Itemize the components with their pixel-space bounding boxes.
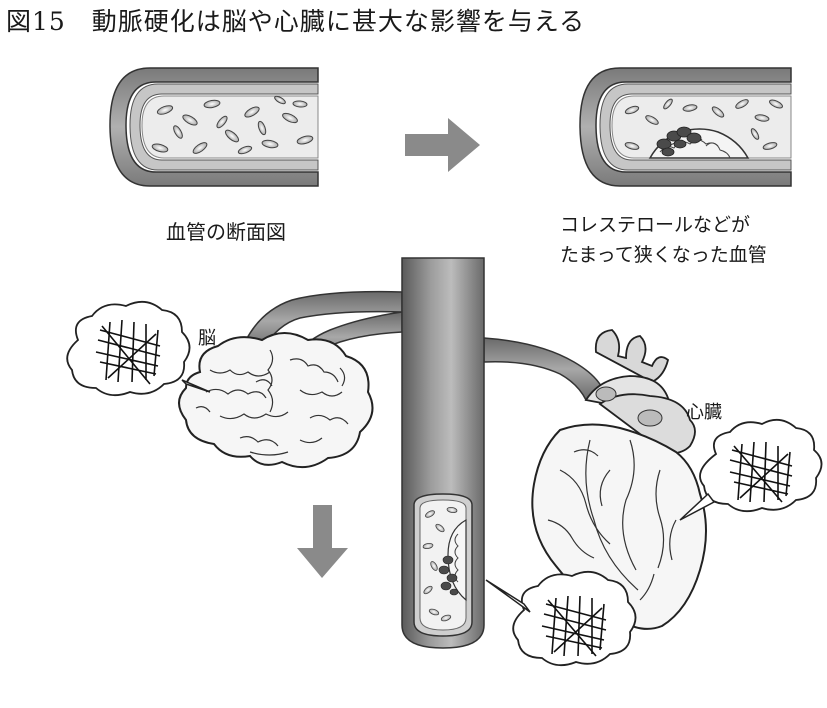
heart-label: 心臓 xyxy=(686,402,722,423)
down-arrow-icon xyxy=(297,505,348,578)
vessel-cross-section-icon xyxy=(109,67,319,187)
brain-icon xyxy=(178,332,374,469)
narrowed-vessel-icon xyxy=(579,67,792,187)
cross-section-label: 血管の断面図 xyxy=(166,220,286,244)
figure-title: 図15 動脈硬化は脳や心臓に甚大な影響を与える xyxy=(6,7,586,36)
narrowed-vessel-label-line2: たまって狭くなった血管 xyxy=(560,244,767,266)
narrowed-vessel-label-line1: コレステロールなどが xyxy=(560,214,751,236)
heart-icon xyxy=(531,329,707,630)
pain-bubble-icon xyxy=(66,300,823,667)
brain-label: 脳 xyxy=(198,328,216,349)
heart-artery-branch xyxy=(483,337,605,401)
right-arrow-icon xyxy=(405,118,480,172)
main-artery xyxy=(401,257,485,649)
